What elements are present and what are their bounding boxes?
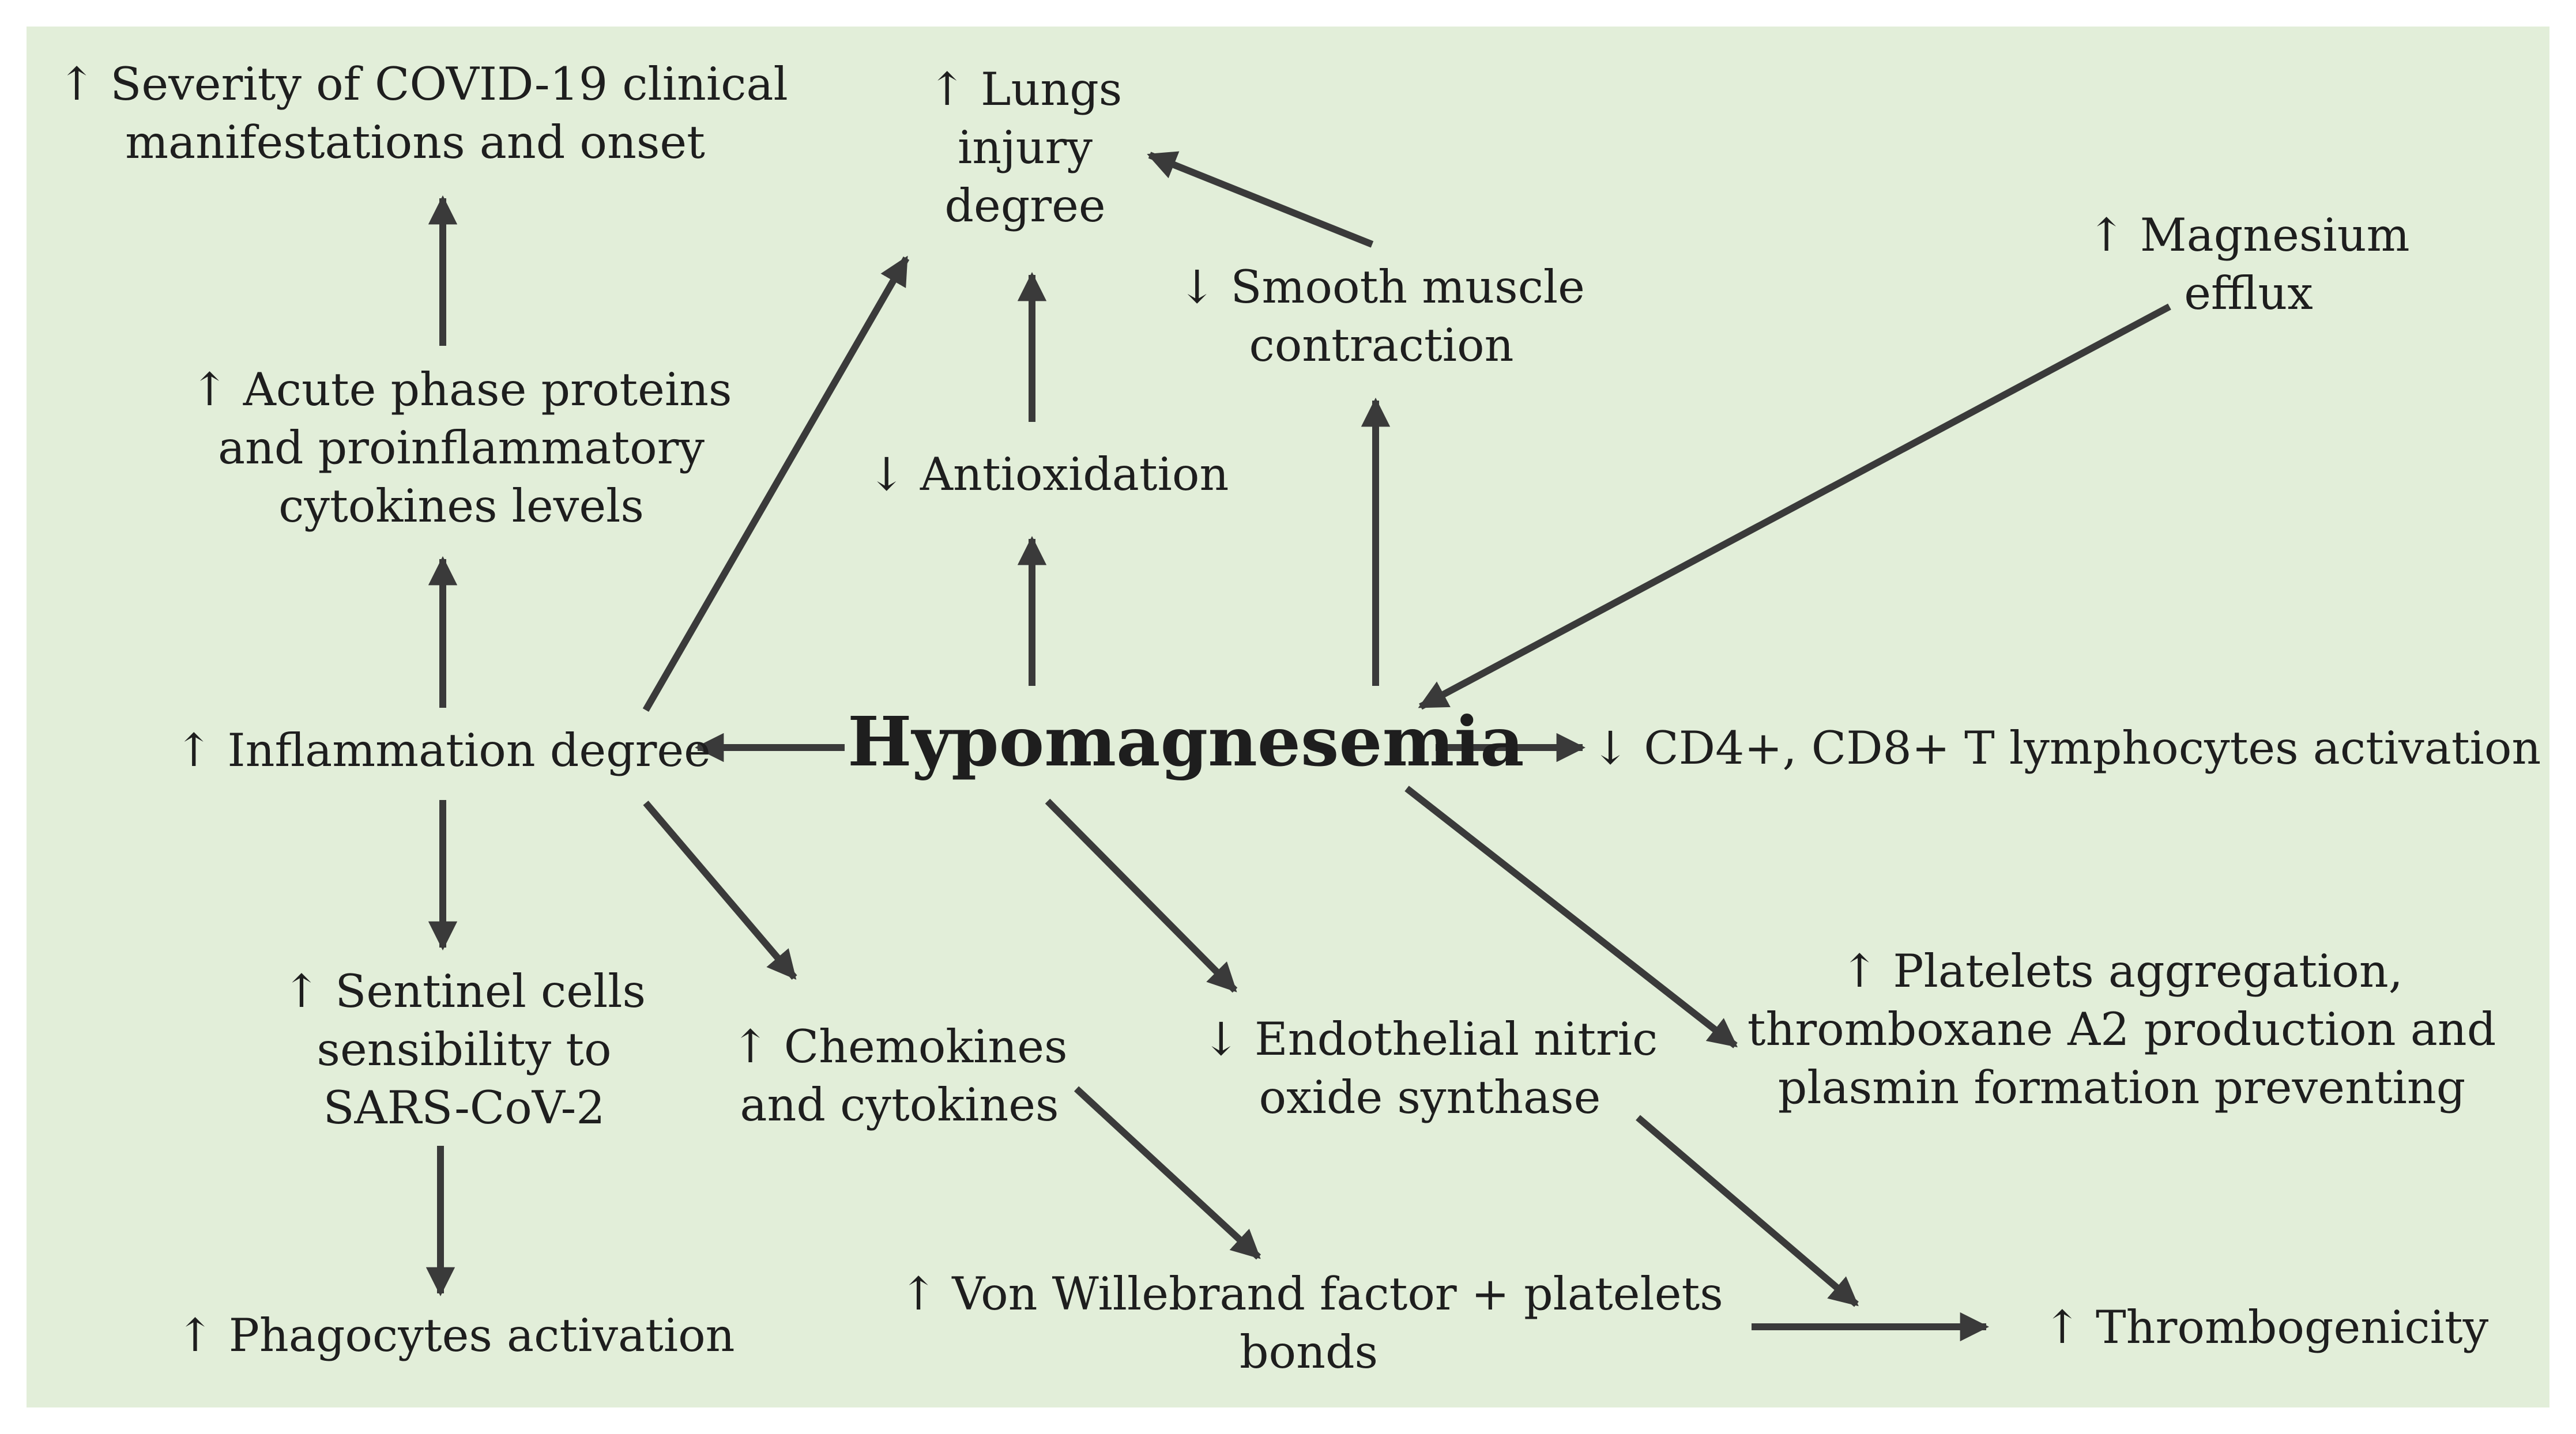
node-platelets-aggregation-line-3: plasmin formation preventing [1777, 1061, 2466, 1114]
arrow-inflammation-to-lungs [642, 255, 910, 712]
node-lungs-injury-line-1: ↑ Lungs [928, 63, 1123, 116]
arrow-magnesium-efflux-to-hub [1418, 303, 2171, 710]
arrow-endothelial-to-thrombogenicity [1636, 1115, 1859, 1307]
node-sentinel-cells: ↑ Sentinel cells sensibility to SARS-CoV… [254, 963, 675, 1137]
node-chemokines-line-2: and cytokines [740, 1078, 1059, 1131]
node-smooth-muscle-line-1: ↓ Smooth muscle [1178, 261, 1585, 314]
node-sentinel-cells-line-2: sensibility to [317, 1023, 612, 1076]
node-acute-phase-proteins-line-3: cytokines levels [278, 480, 644, 533]
node-antioxidation: ↓ Antioxidation [846, 446, 1250, 504]
node-covid-severity-line-1: ↑ Severity of COVID-19 clinical [58, 58, 788, 111]
node-inflammation-degree-line-1: ↑ Inflammation degree [175, 724, 711, 777]
node-phagocytes-activation-line-1: ↑ Phagocytes activation [176, 1309, 735, 1362]
node-platelets-aggregation-line-2: thromboxane A2 production and [1747, 1003, 2496, 1056]
node-lungs-injury-line-2: injury [958, 121, 1093, 174]
arrow-inflammation-to-chemokines [643, 801, 797, 980]
node-antioxidation-line-1: ↓ Antioxidation [867, 448, 1229, 501]
node-t-lymphocytes-line-1: ↓ CD4+, CD8+ T lymphocytes activation [1591, 722, 2541, 775]
node-sentinel-cells-line-3: SARS-CoV-2 [323, 1081, 605, 1134]
node-phagocytes-activation: ↑ Phagocytes activation [167, 1307, 744, 1365]
node-acute-phase-proteins-line-2: and proinflammatory [217, 421, 705, 474]
node-von-willebrand-line-2: bonds [1239, 1326, 1379, 1379]
node-inflammation-degree: ↑ Inflammation degree [155, 722, 731, 780]
node-magnesium-efflux-line-2: efflux [2184, 267, 2313, 320]
arrow-hub-to-endothelial [1045, 798, 1238, 993]
node-covid-severity-line-2: manifestations and onset [125, 116, 705, 169]
node-acute-phase-proteins: ↑ Acute phase proteins and proinflammato… [156, 361, 767, 535]
node-platelets-aggregation: ↑ Platelets aggregation, thromboxane A2 … [1747, 942, 2496, 1117]
arrow-hub-to-platelets [1404, 786, 1738, 1048]
node-t-lymphocytes: ↓ CD4+, CD8+ T lymphocytes activation [1591, 719, 2541, 778]
node-acute-phase-proteins-line-1: ↑ Acute phase proteins [190, 363, 732, 416]
node-smooth-muscle-line-2: contraction [1249, 319, 1514, 372]
arrow-smooth-muscle-to-lungs [1147, 151, 1374, 248]
diagram-background [27, 27, 2549, 1407]
node-von-willebrand: ↑ Von Willebrand factor + platelets bond… [899, 1265, 1723, 1382]
node-platelets-aggregation-line-1: ↑ Platelets aggregation, [1840, 945, 2403, 998]
node-von-willebrand-line-1: ↑ Von Willebrand factor + platelets [899, 1267, 1723, 1320]
arrow-chemokines-to-von-willebrand [1074, 1086, 1261, 1260]
node-lungs-injury-line-3: degree [944, 179, 1106, 232]
node-thrombogenicity: ↑ Thrombogenicity [2029, 1299, 2502, 1357]
hub-hypomagnesemia-label: Hypomagnesemia [848, 701, 1524, 782]
hub-hypomagnesemia: Hypomagnesemia [848, 701, 1524, 782]
node-sentinel-cells-line-1: ↑ Sentinel cells [282, 965, 646, 1018]
node-thrombogenicity-line-1: ↑ Thrombogenicity [2043, 1301, 2489, 1354]
node-endothelial-nos: ↓ Endothelial nitric oxide synthase [1188, 1010, 1672, 1127]
node-chemokines-line-1: ↑ Chemokines [731, 1020, 1068, 1073]
node-magnesium-efflux: ↑ Magnesium efflux [2052, 206, 2445, 323]
node-covid-severity: ↑ Severity of COVID-19 clinical manifest… [58, 55, 788, 172]
node-endothelial-nos-line-2: oxide synthase [1259, 1071, 1601, 1124]
node-chemokines: ↑ Chemokines and cytokines [703, 1018, 1095, 1134]
node-lungs-injury: ↑ Lungs injury degree [875, 61, 1175, 235]
node-smooth-muscle: ↓ Smooth muscle contraction [1162, 258, 1600, 375]
node-endothelial-nos-line-1: ↓ Endothelial nitric [1202, 1013, 1658, 1066]
node-magnesium-efflux-line-1: ↑ Magnesium [2087, 209, 2410, 262]
